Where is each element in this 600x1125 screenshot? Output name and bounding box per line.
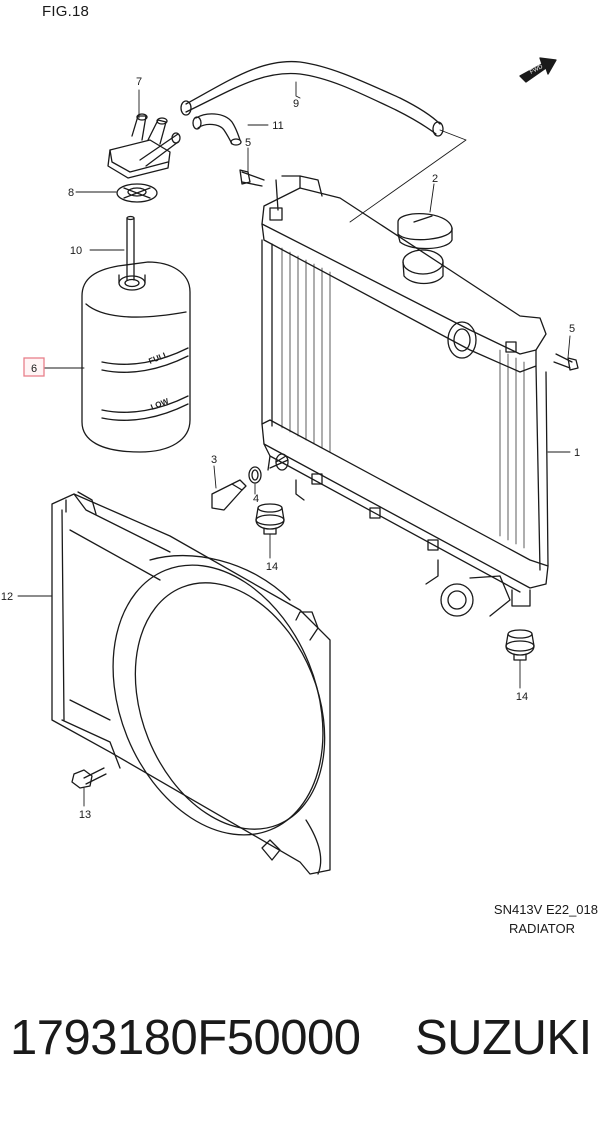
- upper-hose: [180, 60, 444, 137]
- figure-title: FIG.18: [42, 3, 90, 20]
- sheet-title: RADIATOR: [509, 921, 575, 936]
- forward-arrow-marker: [519, 57, 557, 83]
- callout-8[interactable]: 8: [68, 187, 74, 199]
- brand-name: SUZUKI: [415, 1011, 592, 1065]
- part-number: 1793180F50000: [10, 1011, 361, 1065]
- callout-2[interactable]: 2: [432, 173, 438, 185]
- part-6-highlight: [23, 357, 45, 377]
- callout-9[interactable]: 9: [293, 98, 299, 110]
- leader-lines: [17, 81, 571, 807]
- radiator-cap: [397, 212, 453, 250]
- callout-5a[interactable]: 5: [245, 137, 251, 149]
- shroud-bolt: [71, 767, 107, 789]
- callout-12[interactable]: 12: [1, 591, 13, 603]
- reservoir-tube: [126, 215, 135, 281]
- o-ring: [248, 466, 262, 484]
- radiator-core: [261, 129, 549, 617]
- reservoir-gasket: [116, 183, 158, 203]
- reservoir-full-mark: FULL: [147, 350, 169, 366]
- callout-14b[interactable]: 14: [516, 691, 528, 703]
- product-footer: 1793180F50000 SUZUKI: [0, 1010, 600, 1080]
- callout-3[interactable]: 3: [211, 454, 217, 466]
- drain-plug: [211, 479, 247, 511]
- bolt-upper: [239, 169, 265, 187]
- callout-11[interactable]: 11: [272, 120, 283, 132]
- reservoir-cap: [107, 113, 181, 179]
- overflow-hose: [192, 113, 242, 146]
- callout-5b[interactable]: 5: [569, 323, 575, 335]
- bolt-right: [553, 353, 579, 371]
- callout-1[interactable]: 1: [574, 447, 580, 459]
- callout-10[interactable]: 10: [70, 245, 82, 257]
- reservoir-tank: [81, 261, 191, 453]
- callout-13[interactable]: 13: [79, 809, 91, 821]
- radiator-exploded-view: FWD FULL LOW 1 2 3 4 5 5 6 7 8 9 10 11 1…: [1, 57, 580, 875]
- rubber-mount-right: [505, 629, 535, 661]
- parts-diagram: FWD FULL LOW 1 2 3 4 5 5 6 7 8 9 10 11 1…: [1, 3, 598, 936]
- sheet-code: SN413V E22_018: [493, 902, 598, 917]
- callout-14a[interactable]: 14: [266, 561, 278, 573]
- reservoir-low-mark: LOW: [149, 396, 170, 412]
- rubber-mount-left: [255, 503, 285, 535]
- callout-7[interactable]: 7: [136, 76, 142, 88]
- fan-shroud: [51, 491, 331, 875]
- callout-6[interactable]: 6: [31, 363, 37, 375]
- callout-4[interactable]: 4: [253, 493, 259, 505]
